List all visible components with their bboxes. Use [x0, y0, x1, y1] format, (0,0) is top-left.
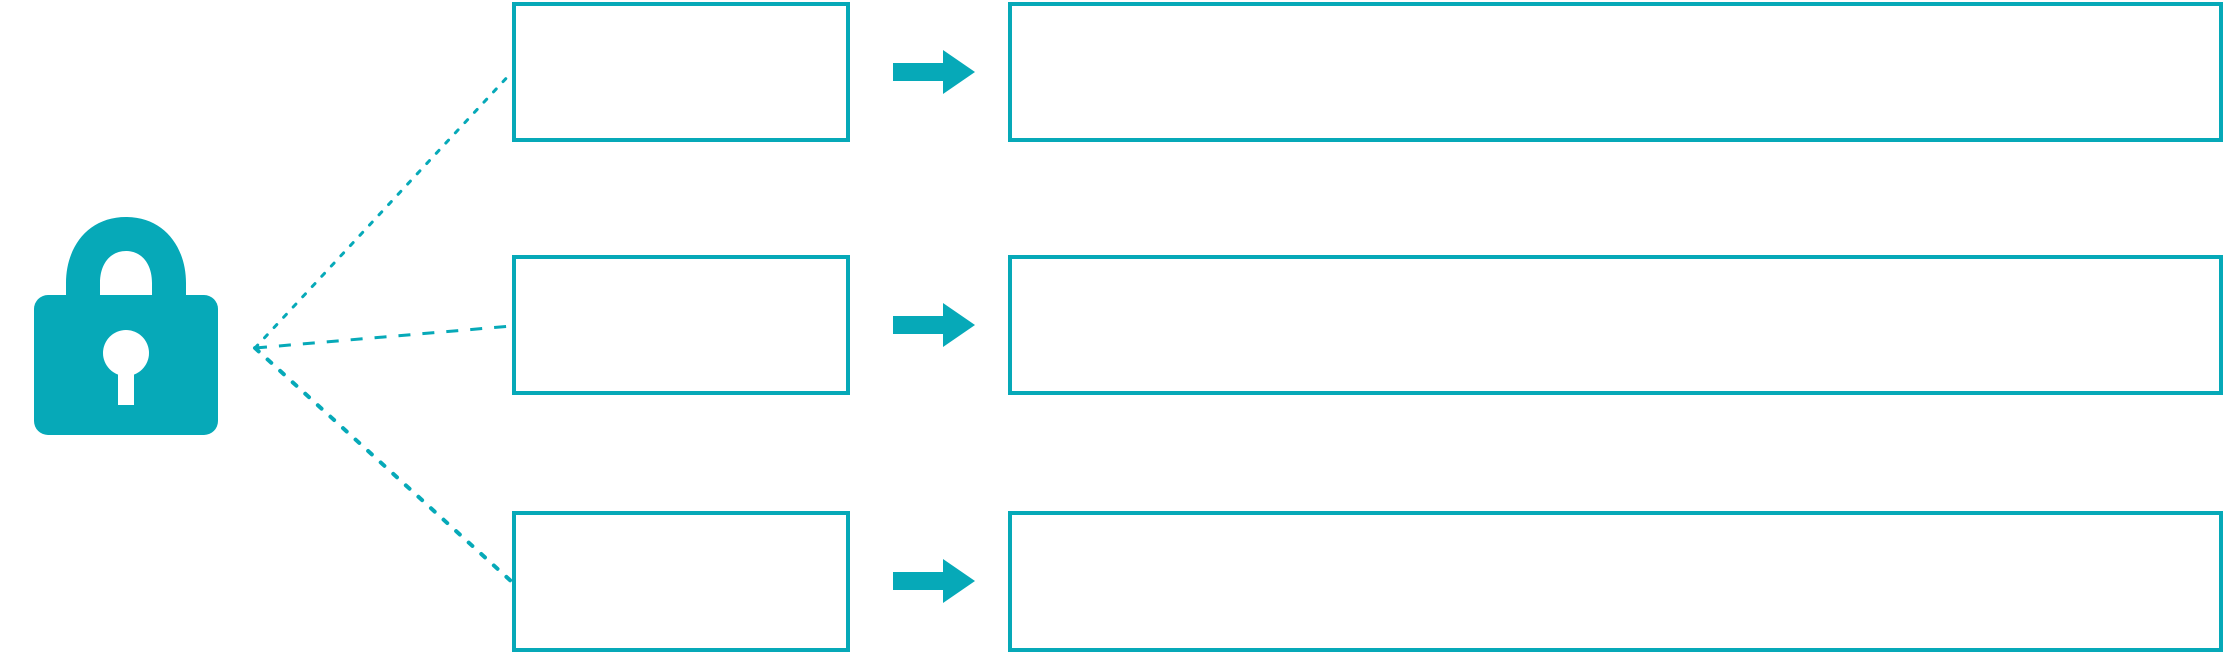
- large-box-label: [1012, 259, 2219, 391]
- diagram-row: [0, 255, 2229, 400]
- small-box-label: [516, 515, 846, 648]
- diagram-row: [0, 511, 2229, 655]
- large-box[interactable]: [1008, 255, 2223, 395]
- small-box[interactable]: [512, 511, 850, 652]
- large-box-label: [1012, 6, 2219, 138]
- lock-icon: [28, 205, 224, 445]
- arrow-right-icon: [893, 49, 975, 95]
- small-box[interactable]: [512, 2, 850, 142]
- arrow-right-icon: [893, 558, 975, 604]
- small-box-label: [516, 259, 846, 391]
- large-box[interactable]: [1008, 2, 2223, 142]
- large-box-label: [1012, 515, 2219, 648]
- diagram-row: [0, 0, 2229, 160]
- arrow-right-icon: [893, 302, 975, 348]
- small-box-label: [516, 6, 846, 138]
- small-box[interactable]: [512, 255, 850, 395]
- large-box[interactable]: [1008, 511, 2223, 652]
